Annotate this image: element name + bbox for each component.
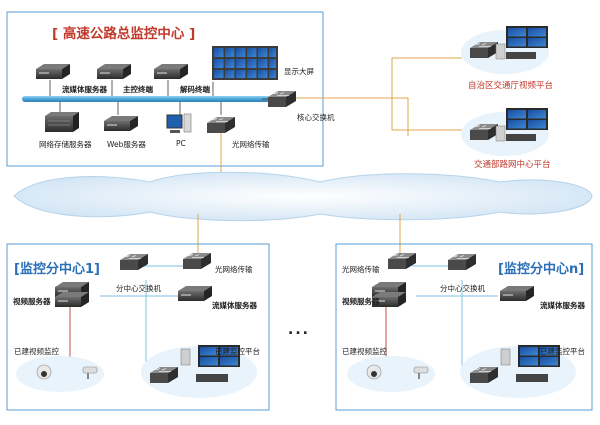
- main-encoder-label: 主控终端: [123, 85, 153, 94]
- pc-icon: [166, 113, 192, 133]
- platform-2-label: 交通部路网中心平台: [474, 160, 551, 170]
- sub1-video-server-label: 视频服务器: [13, 297, 51, 306]
- subn-switch-label: 分中心交换机: [440, 284, 485, 293]
- subn-existing-monitoring-label: 已建视频监控: [342, 347, 387, 356]
- hq-fiber-switch-icon: [206, 116, 236, 134]
- nas-server-icon: [45, 112, 79, 132]
- main-encoder-icon: [97, 64, 131, 79]
- subn-platform-icon: [469, 345, 560, 384]
- decoder-terminal-label: 解码终端: [180, 85, 210, 94]
- web-server-label: Web服务器: [107, 140, 146, 149]
- sub1-switch-icon: [119, 253, 149, 271]
- transport-network-cloud: [13, 171, 593, 222]
- sub1-streaming-server-icon: [178, 286, 212, 301]
- subn-existing-platform-label: 已建监控平台: [540, 347, 585, 356]
- more-sub-centers-ellipsis: ...: [288, 322, 310, 338]
- display-wall-label: 显示大屏: [284, 67, 314, 76]
- streaming-server-icon: [36, 64, 70, 79]
- subn-fiber-switch-icon: [387, 252, 417, 270]
- subn-bullet-camera-icon: [413, 366, 429, 379]
- web-server-icon: [104, 116, 138, 131]
- platform-2-icon: [461, 108, 549, 156]
- decoder-terminal-icon: [154, 64, 188, 79]
- subn-fiber-label: 光网络传输: [342, 265, 380, 274]
- sub1-fiber-switch-icon: [182, 252, 212, 270]
- subn-switch-icon: [447, 253, 477, 271]
- sub-center-n-frame: [335, 243, 593, 411]
- subn-dome-camera-icon: [366, 364, 382, 380]
- platform-1-label: 自治区交通厅视频平台: [468, 81, 554, 91]
- sub1-bullet-camera-icon: [82, 366, 98, 379]
- hq-frame: [6, 11, 324, 167]
- sub1-switch-label: 分中心交换机: [116, 284, 161, 293]
- sub-center-1-title: [监控分中心1]: [14, 262, 100, 277]
- nas-server-label: 网络存储服务器: [39, 140, 92, 149]
- sub1-fiber-label: 光网络传输: [215, 265, 253, 274]
- pc-label: PC: [176, 139, 186, 148]
- display-wall-icon: [212, 46, 278, 80]
- sub1-dome-camera-icon: [36, 364, 52, 380]
- subn-streaming-server-icon: [500, 286, 534, 301]
- hq-fiber-label: 光网络传输: [232, 140, 270, 149]
- hq-title: [ 高速公路总监控中心 ]: [52, 26, 196, 42]
- sub1-existing-monitoring-label: 已建视频监控: [14, 347, 59, 356]
- sub-center-1-frame: [6, 243, 270, 411]
- streaming-server-label: 流媒体服务器: [62, 85, 107, 94]
- core-switch-label: 核心交换机: [297, 113, 335, 122]
- cloud-to-subcenters: [197, 214, 401, 256]
- sub1-video-server-2-icon: [55, 292, 89, 307]
- sub1-platform-icon: [149, 345, 240, 384]
- subn-video-server-label: 视频服务器: [342, 297, 380, 306]
- sub-center-n-title: [监控分中心n]: [498, 262, 585, 277]
- sub1-existing-platform-label: 已建监控平台: [215, 347, 260, 356]
- external-links: [296, 57, 462, 136]
- platform-1-icon: [461, 26, 549, 74]
- subn-streaming-server-label: 流媒体服务器: [540, 301, 585, 310]
- sub1-streaming-server-label: 流媒体服务器: [212, 301, 257, 310]
- core-switch-icon: [267, 90, 297, 108]
- hq-network-bus: [22, 96, 270, 102]
